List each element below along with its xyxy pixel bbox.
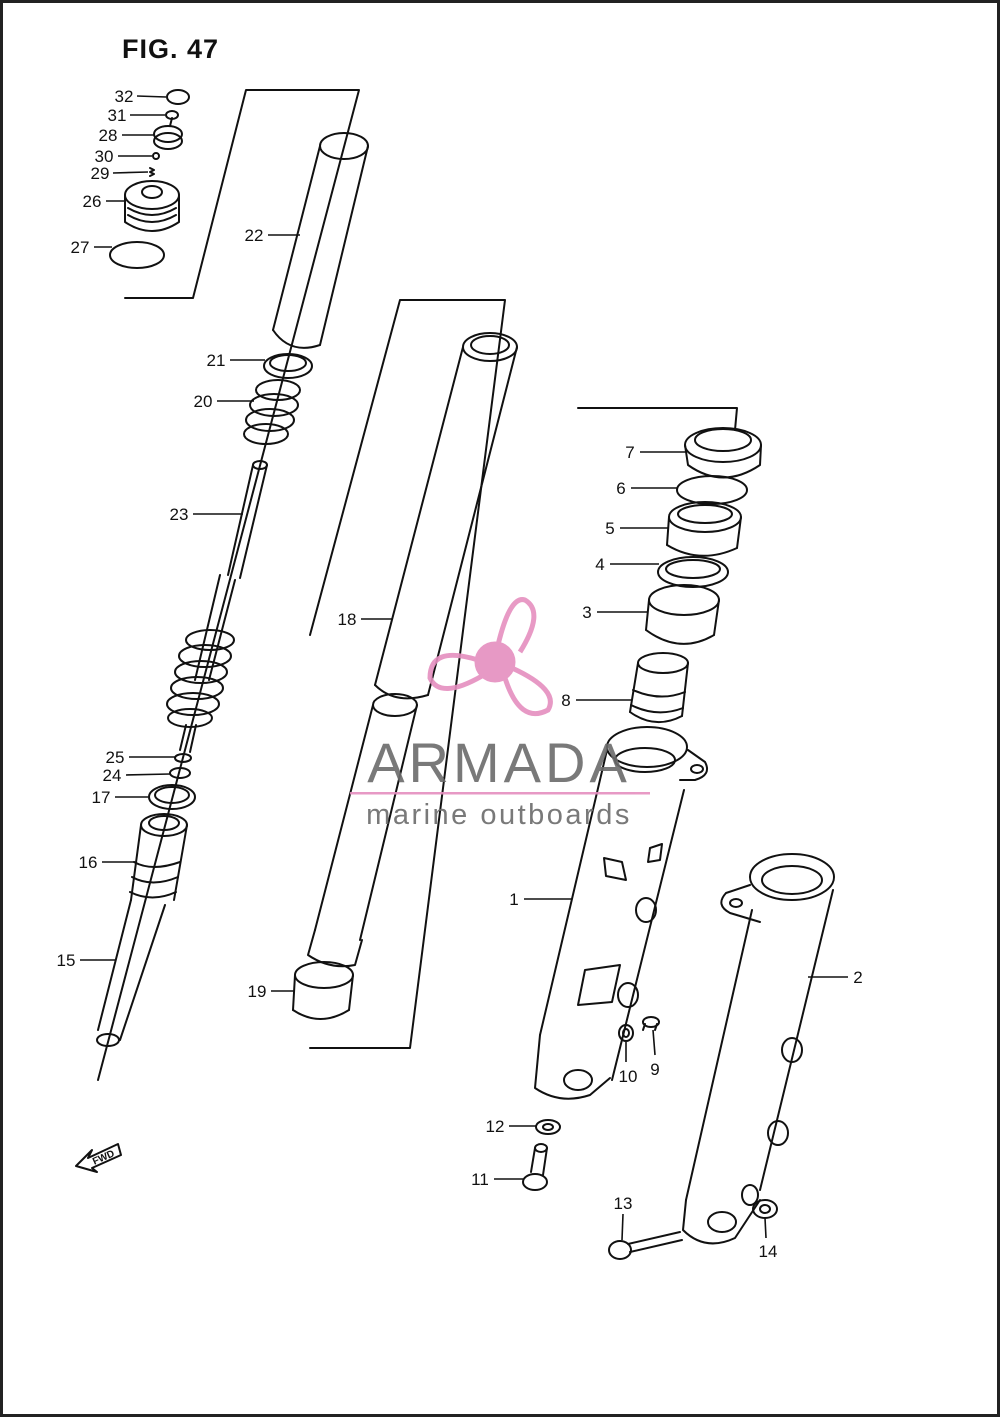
o-ring-27 bbox=[109, 241, 165, 269]
callout-label-13: 13 bbox=[614, 1194, 633, 1213]
watermark-rule bbox=[350, 792, 650, 795]
callout-label-26: 26 bbox=[83, 192, 102, 211]
watermark-tagline: marine outboards bbox=[366, 799, 632, 831]
cap-32 bbox=[166, 89, 190, 105]
callout-leader-14 bbox=[764, 1217, 767, 1239]
axle-bolt-13 bbox=[608, 1231, 683, 1260]
group-frame-middle bbox=[309, 299, 506, 1049]
callout-label-3: 3 bbox=[582, 603, 591, 622]
watermark-brand: ARMADA bbox=[367, 731, 631, 794]
washer-21 bbox=[263, 353, 313, 379]
callout-labels: 3231283029262722212023252417161518197654… bbox=[57, 87, 863, 1261]
callout-label-24: 24 bbox=[103, 766, 122, 785]
callout-label-23: 23 bbox=[170, 505, 189, 524]
group-frame-left bbox=[97, 89, 360, 1081]
callout-label-9: 9 bbox=[650, 1060, 659, 1079]
slide-bushing-8 bbox=[629, 652, 689, 723]
fork-tube-18 bbox=[307, 332, 518, 968]
propeller-logo-icon bbox=[427, 597, 553, 717]
callout-label-7: 7 bbox=[625, 443, 634, 462]
dust-seal-7 bbox=[684, 427, 762, 479]
washer-24 bbox=[169, 767, 191, 779]
callout-label-22: 22 bbox=[245, 226, 264, 245]
group-frame-right bbox=[577, 407, 738, 431]
bushing-3 bbox=[645, 584, 720, 645]
damper-rod-23 bbox=[194, 460, 268, 681]
callout-label-17: 17 bbox=[92, 788, 111, 807]
callout-label-21: 21 bbox=[207, 351, 226, 370]
callout-leader-24 bbox=[125, 773, 171, 776]
fork-cap-bolt-26 bbox=[124, 180, 180, 232]
spacer-22 bbox=[272, 132, 369, 349]
callout-label-2: 2 bbox=[853, 968, 862, 987]
callout-label-20: 20 bbox=[194, 392, 213, 411]
callout-label-18: 18 bbox=[338, 610, 357, 629]
callout-label-15: 15 bbox=[57, 951, 76, 970]
adjuster-28 bbox=[153, 125, 183, 150]
callout-label-28: 28 bbox=[99, 126, 118, 145]
oil-seal-17 bbox=[148, 784, 196, 810]
washer-10 bbox=[618, 1024, 634, 1042]
nut-14 bbox=[752, 1199, 778, 1219]
callout-label-1: 1 bbox=[509, 890, 518, 909]
figure-title: FIG. 47 bbox=[122, 34, 220, 64]
ball-30 bbox=[152, 152, 160, 160]
cylinder-16 bbox=[129, 813, 188, 901]
oil-seal-5 bbox=[666, 501, 742, 557]
callout-label-11: 11 bbox=[471, 1170, 489, 1189]
callout-label-25: 25 bbox=[106, 748, 125, 767]
callout-label-31: 31 bbox=[108, 106, 127, 125]
callout-leader-9 bbox=[652, 1029, 656, 1056]
callout-label-16: 16 bbox=[79, 853, 98, 872]
watermark-logo: ARMADA marine outboards bbox=[350, 597, 650, 831]
stopper-ring-6 bbox=[676, 475, 748, 505]
screw-31 bbox=[165, 110, 179, 127]
fwd-arrow-icon bbox=[75, 1143, 122, 1173]
callout-label-5: 5 bbox=[605, 519, 614, 538]
bolt-9 bbox=[642, 1016, 660, 1031]
spring-20 bbox=[243, 379, 301, 445]
washer-4 bbox=[657, 556, 729, 588]
callout-leader-29 bbox=[112, 171, 149, 174]
callout-label-27: 27 bbox=[71, 238, 90, 257]
ring-25 bbox=[174, 753, 192, 763]
callout-label-14: 14 bbox=[759, 1242, 778, 1261]
washer-12 bbox=[535, 1119, 561, 1135]
socket-bolt-11 bbox=[522, 1143, 548, 1191]
callout-label-10: 10 bbox=[619, 1067, 638, 1086]
damper-spring bbox=[166, 629, 235, 753]
callout-label-6: 6 bbox=[616, 479, 625, 498]
fwd-label: FWD bbox=[91, 1148, 116, 1167]
callout-label-30: 30 bbox=[95, 147, 114, 166]
callout-label-12: 12 bbox=[486, 1117, 505, 1136]
outer-tube-2 bbox=[682, 853, 835, 1245]
spring-29 bbox=[149, 167, 155, 177]
callout-leader-32 bbox=[136, 95, 167, 98]
callout-label-19: 19 bbox=[248, 982, 267, 1001]
callout-label-4: 4 bbox=[595, 555, 604, 574]
callout-leaders bbox=[80, 95, 848, 1241]
bushing-19 bbox=[292, 961, 354, 1020]
callout-label-29: 29 bbox=[91, 164, 110, 183]
callout-leader-13 bbox=[621, 1213, 624, 1241]
callout-label-32: 32 bbox=[115, 87, 134, 106]
callout-label-8: 8 bbox=[561, 691, 570, 710]
inner-tube-15 bbox=[96, 899, 166, 1047]
